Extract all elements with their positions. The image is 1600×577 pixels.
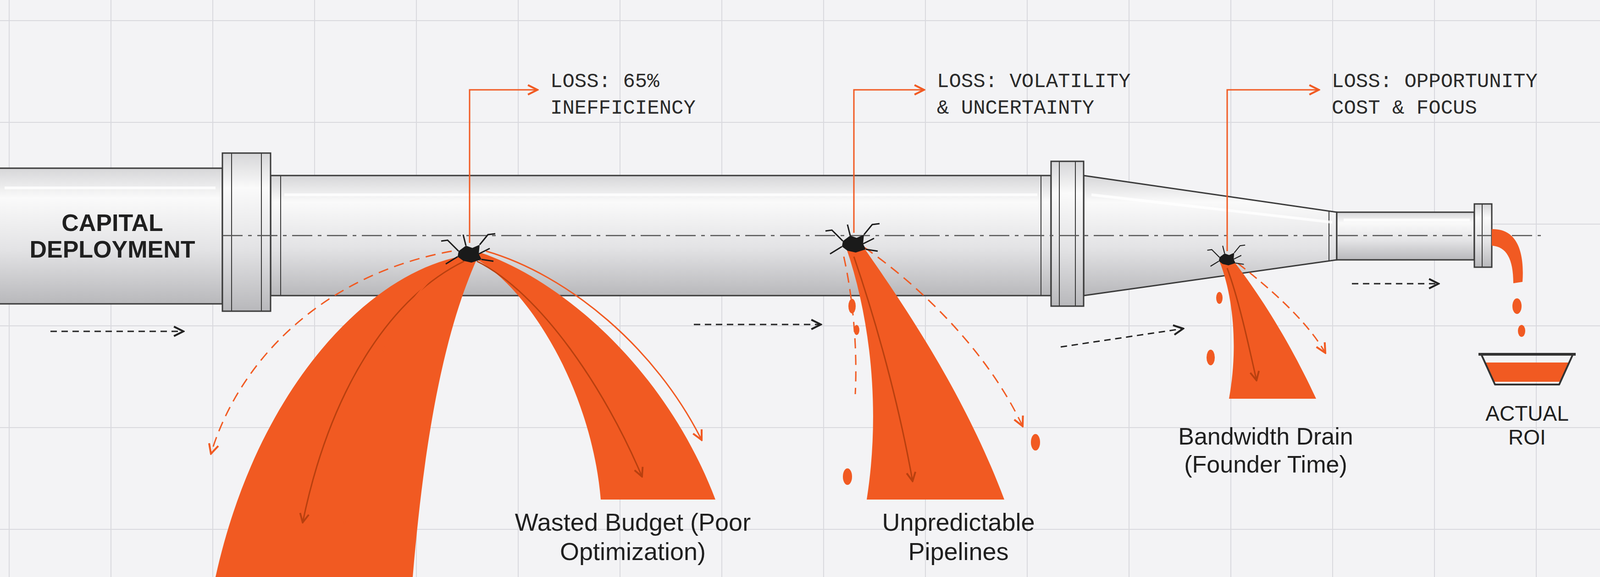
loss-callout-box: LOSS: VOLATILITY & UNCERTAINTY xyxy=(936,68,1139,122)
loss-callout-box: LOSS: OPPORTUNITY COST & FOCUS xyxy=(1331,68,1545,122)
loss-callout-box: LOSS: 65% INEFFICIENCY xyxy=(550,68,707,122)
pipe-flange xyxy=(1051,161,1084,307)
flow-arrow xyxy=(50,283,1439,348)
leak-stream xyxy=(1206,257,1326,399)
pipe-crack xyxy=(1207,245,1246,267)
pipe-crack xyxy=(825,223,880,255)
loss-callout: LOSS: OPPORTUNITY COST & FOCUS xyxy=(1331,68,1545,122)
bucket-outline xyxy=(1476,350,1578,390)
pipe-highlights xyxy=(4,188,1470,223)
roi-bucket: ACTUAL ROI xyxy=(1476,350,1578,450)
leak-label-box: Wasted Budget (Poor Optimization) xyxy=(513,508,753,567)
loss-callout: LOSS: VOLATILITY & UNCERTAINTY xyxy=(936,68,1139,122)
leak-label: Wasted Budget (Poor Optimization) xyxy=(513,508,753,567)
pipe-centerline xyxy=(222,235,1541,237)
bucket-body xyxy=(1481,354,1573,385)
pipe-flange xyxy=(222,153,271,312)
pipe-crack xyxy=(441,233,496,265)
bucket-fill xyxy=(1484,362,1570,383)
leak-label-box: Unpredictable Pipelines xyxy=(862,508,1055,567)
leak-label: Bandwidth Drain (Founder Time) xyxy=(1157,422,1374,480)
node-text: CAPITAL DEPLOYMENT xyxy=(9,209,216,263)
node-text: ACTUAL ROI xyxy=(1476,402,1578,450)
leak-label: Unpredictable Pipelines xyxy=(862,508,1055,567)
pipe-inlet-label: CAPITAL DEPLOYMENT xyxy=(9,209,216,263)
outlet-pour xyxy=(1491,229,1526,338)
leak-label-box: Bandwidth Drain (Founder Time) xyxy=(1157,422,1374,480)
bucket-rim xyxy=(1478,353,1576,356)
leak-stream xyxy=(842,243,1041,500)
loss-callout: LOSS: 65% INEFFICIENCY xyxy=(550,68,707,122)
